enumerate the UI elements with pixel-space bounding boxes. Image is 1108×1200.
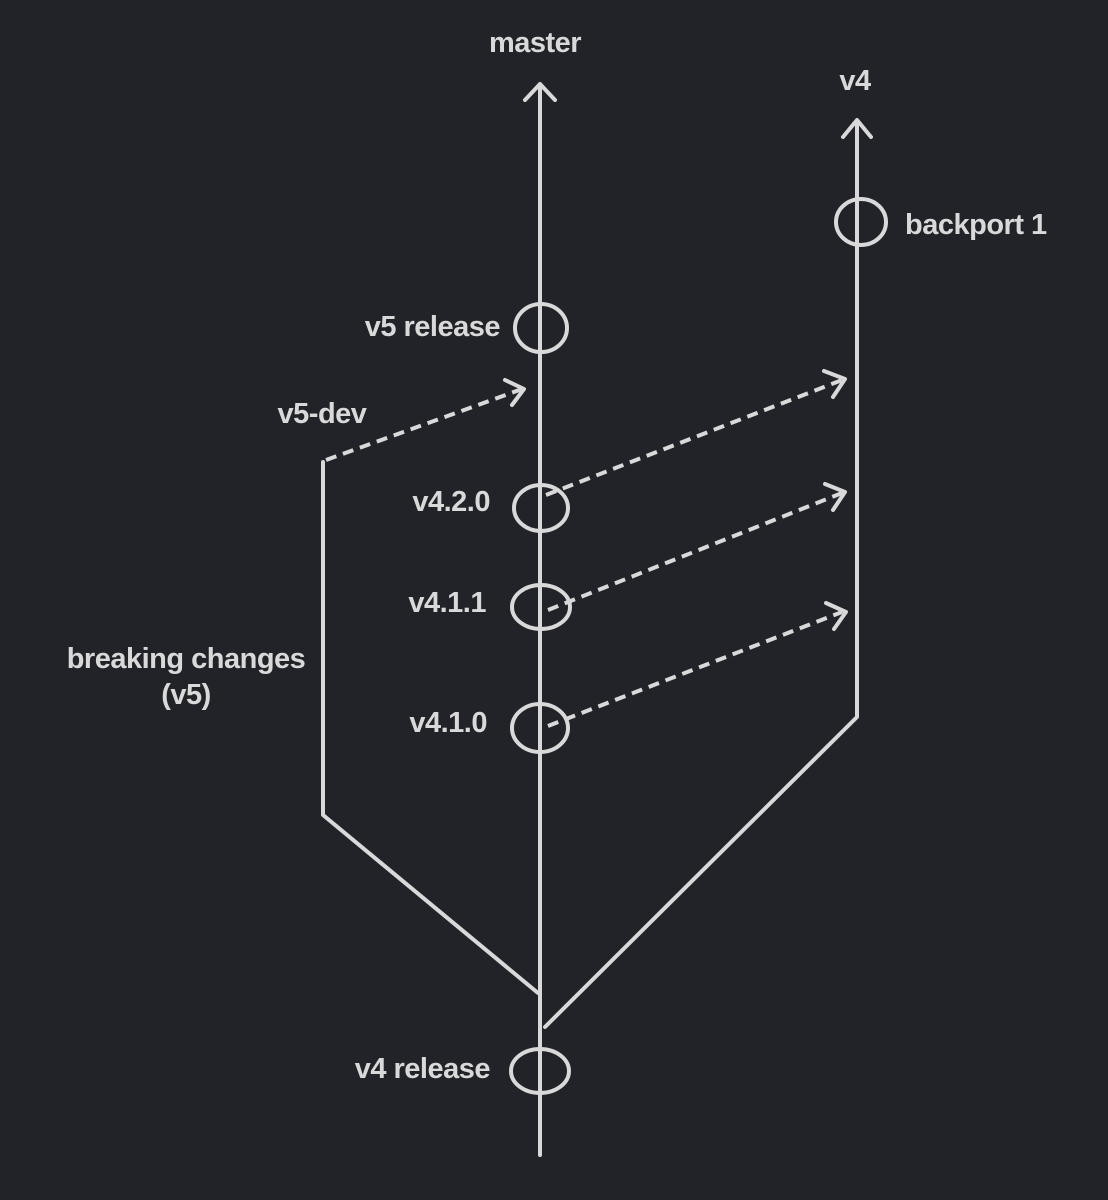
- v5-dev-branch-line: [321, 460, 540, 995]
- commit-label-v4-2-0: v4.2.0: [412, 486, 490, 518]
- backport-arrow-v4-2-0: [545, 378, 843, 497]
- commit-label-v4-release: v4 release: [355, 1053, 491, 1085]
- commit-node-v4-release: [509, 1047, 571, 1095]
- backport-arrow-v4-1-0: [547, 610, 843, 728]
- commit-label-v5-release: v5 release: [365, 311, 501, 343]
- commit-node-v5-release: [513, 302, 569, 354]
- master-branch-label: master: [489, 27, 581, 59]
- breaking-changes-label-line1: breaking changes: [67, 643, 306, 675]
- v4-branch-line: [543, 120, 859, 1029]
- v4-arrowhead: [841, 118, 873, 139]
- backport-arrowhead-v4-1-1: [823, 482, 847, 512]
- backport-arrow-v4-1-1: [547, 491, 843, 612]
- commit-node-v4-1-0: [510, 702, 570, 754]
- v4-branch-label: v4: [839, 65, 871, 97]
- commit-label-v4-1-0: v4.1.0: [409, 707, 487, 739]
- breaking-changes-label-line2: (v5): [161, 679, 211, 711]
- commit-node-v4-1-1: [510, 583, 572, 631]
- backport-arrowhead-v4-2-0: [822, 369, 847, 399]
- v5-dev-merge-arrowhead: [503, 378, 526, 407]
- commit-label-v4-1-1: v4.1.1: [408, 587, 486, 619]
- commit-label-backport-1: backport 1: [905, 209, 1047, 241]
- v5-dev-branch-label: v5-dev: [278, 398, 367, 430]
- backport-arrowhead-v4-1-0: [824, 601, 848, 631]
- commit-node-backport-1: [834, 197, 888, 247]
- commit-node-v4-2-0: [512, 483, 570, 533]
- master-arrowhead: [523, 82, 557, 102]
